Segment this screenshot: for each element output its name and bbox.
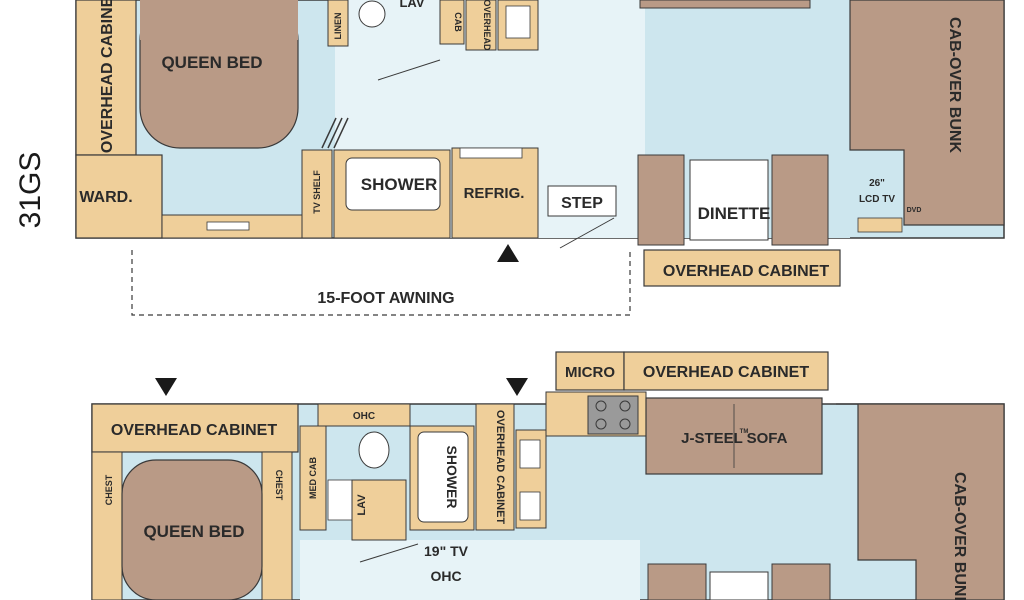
ohc-bottom-label: OHC <box>430 568 461 584</box>
shower-pan-bottom <box>417 431 469 523</box>
door-marker-bottom-right <box>506 378 528 396</box>
med-cab-label: MED CAB <box>308 457 318 499</box>
awning-label: 15-FOOT AWNING <box>317 290 454 307</box>
lav-counter <box>351 479 407 541</box>
ohc-top-cabinet <box>317 403 411 427</box>
burner-4 <box>619 418 631 430</box>
overhead-cabinet-vertical-label: OVERHEAD CABINET <box>494 410 506 525</box>
tv-bottom-label: 19" TV <box>424 543 469 559</box>
bottom-seat-right <box>771 563 831 600</box>
overhead-cabinet-left-label: OVERHEAD CABINET <box>99 0 116 153</box>
refrigerator-vent <box>459 147 523 159</box>
queen-bed-top <box>140 0 298 40</box>
med-cab <box>299 425 327 531</box>
overhead-cabinet-top-label: OVERHEAD CABINET <box>111 422 277 439</box>
stove-top <box>587 395 639 435</box>
overhead-small-cabinet <box>465 0 497 51</box>
ohc-top-label: OHC <box>353 411 375 422</box>
wardrobe-label: WARD. <box>79 189 132 206</box>
chest-left-label: CHEST <box>104 474 114 505</box>
cab-over-bunk-bottom <box>836 403 1005 600</box>
tv-extra-label: DVD <box>907 207 922 214</box>
dinette-seat-right <box>771 154 829 246</box>
cab-over-bunk-label: CAB-OVER BUNK <box>946 17 963 153</box>
bottom-seat-left <box>647 563 707 600</box>
cab-cabinet <box>439 0 465 45</box>
overhead-cabinet-bottom <box>643 249 841 287</box>
overhead-cabinet-vertical <box>475 403 515 531</box>
lav-label: LAV <box>399 0 424 10</box>
chest-right <box>261 451 293 600</box>
chest-right-label: CHEST <box>274 470 284 501</box>
step-label: STEP <box>561 195 603 212</box>
micro-label: MICRO <box>565 364 615 381</box>
lav-pointer <box>377 59 441 81</box>
step-pointer <box>559 217 615 249</box>
bottom-table <box>709 571 769 600</box>
burner-2 <box>619 400 631 412</box>
overhead-cabinet-top <box>91 403 299 453</box>
cab-over-bunk <box>849 0 1005 226</box>
shower-pan <box>345 157 441 211</box>
burner-3 <box>595 418 607 430</box>
sink-left <box>519 439 541 469</box>
refrigerator <box>451 147 539 239</box>
burner-1 <box>595 400 607 412</box>
overhead-cabinet-right <box>623 351 829 391</box>
step <box>547 185 617 217</box>
linen-cabinet <box>327 0 349 47</box>
dinette-label: DINETTE <box>698 204 771 223</box>
tv-console <box>857 217 903 233</box>
aisle-light-bottom <box>300 540 640 600</box>
floor-vent <box>206 221 250 231</box>
tv-size-label: 26" <box>869 178 885 189</box>
shower-label: SHOWER <box>361 175 438 194</box>
refrig-label: REFRIG. <box>464 185 525 202</box>
lav-bottom-label: LAV <box>356 494 368 516</box>
overhead-small-label: OVERHEAD <box>482 0 492 51</box>
lav-sink <box>327 479 353 521</box>
tv-lcd-label: LCD TV <box>859 194 895 205</box>
sink <box>505 5 531 39</box>
sofa-tm-label: TM <box>740 429 749 435</box>
shower-bottom-label: SHOWER <box>444 446 460 509</box>
microwave-cabinet <box>555 351 625 391</box>
chest-left <box>91 451 123 600</box>
dinette-seat-left <box>637 154 685 246</box>
overhead-cabinet-right-label: OVERHEAD CABINET <box>643 364 809 381</box>
door-marker-bottom-left <box>155 378 177 396</box>
dinette-table <box>689 159 769 241</box>
overhead-cabinet-bottom-label: OVERHEAD CABINET <box>663 263 829 280</box>
door-marker-top <box>497 244 519 262</box>
sofa-label-b: SOFA <box>747 430 788 447</box>
floor-plan-top: OVERHEAD CABINET QUEEN BED WARD. LINEN L… <box>75 0 1005 316</box>
tv-shelf-label: TV SHELF <box>312 170 322 214</box>
tv-shelf-hatch <box>321 117 349 149</box>
queen-bed-bottom <box>121 459 263 600</box>
sofa-label-a: J-STEEL <box>681 430 743 447</box>
top-seat <box>639 0 811 9</box>
toilet-bottom <box>358 431 390 469</box>
linen-label: LINEN <box>333 13 343 40</box>
model-label: 31GS <box>14 152 47 229</box>
queen-bed-label: QUEEN BED <box>161 53 262 72</box>
awning-outline <box>131 250 631 316</box>
tv-pointer <box>359 543 419 563</box>
cab-label: CAB <box>453 12 463 32</box>
queen-bed-bottom-label: QUEEN BED <box>143 522 244 541</box>
floor-plan-bottom: OVERHEAD CABINET CHEST CHEST QUEEN BED O… <box>91 351 1005 600</box>
sink-right <box>519 491 541 521</box>
cab-over-bunk-bottom-label: CAB-OVER BUNK <box>951 472 968 600</box>
tv-shelf <box>301 149 333 239</box>
wardrobe <box>75 154 163 239</box>
toilet <box>358 0 386 28</box>
